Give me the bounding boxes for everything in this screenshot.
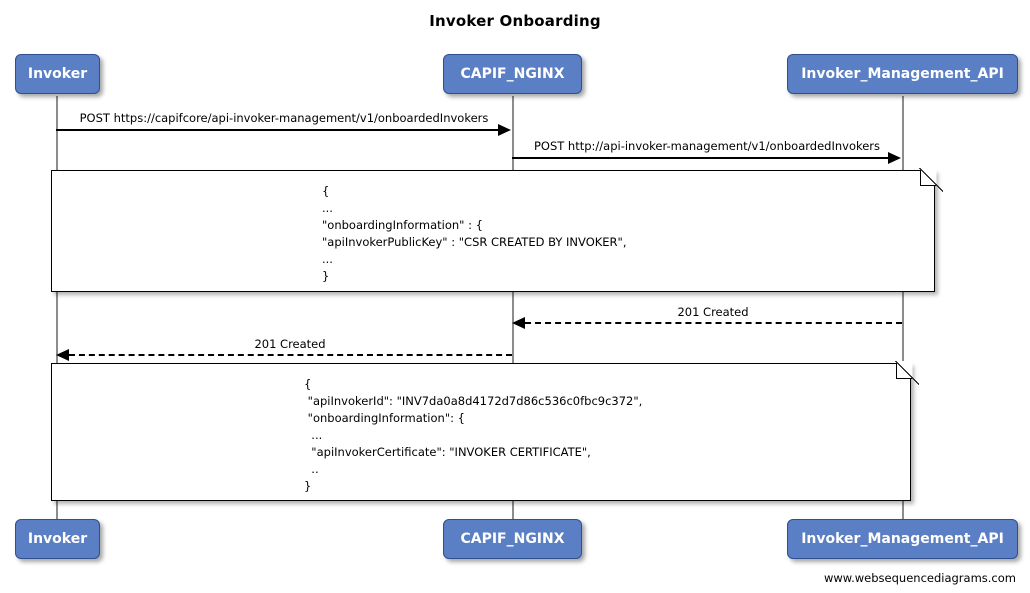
- footer-credit: www.websequencediagrams.com: [823, 571, 1016, 585]
- participant-invoker-bottom[interactable]: Invoker: [15, 519, 100, 559]
- lifeline-invoker: [56, 96, 58, 520]
- arrowhead-right-icon: [498, 124, 511, 136]
- lifeline-capif-nginx: [512, 96, 514, 520]
- participant-invoker-top[interactable]: Invoker: [15, 54, 100, 94]
- note-onboarding-response-payload: { "apiInvokerId": "INV7da0a8d4172d7d86c5…: [51, 360, 919, 501]
- message-line: [525, 322, 902, 324]
- note-fold-corner-icon: [894, 360, 919, 385]
- participant-label: Invoker: [27, 66, 88, 82]
- participant-label: Invoker_Management_API: [801, 531, 1004, 547]
- participant-label: CAPIF_NGINX: [460, 531, 565, 547]
- participant-invoker-management-api-bottom[interactable]: Invoker_Management_API: [787, 519, 1018, 559]
- participant-capif-nginx-top[interactable]: CAPIF_NGINX: [443, 54, 582, 94]
- note-onboarding-request-payload: { ... "onboardingInformation" : { "apiIn…: [51, 167, 943, 292]
- page-title: Invoker Onboarding: [429, 12, 601, 30]
- lifeline-invoker-management-api: [902, 96, 904, 520]
- note-text: { ... "onboardingInformation" : { "apiIn…: [322, 184, 627, 283]
- participant-invoker-management-api-top[interactable]: Invoker_Management_API: [787, 54, 1018, 94]
- message-label: POST https://capifcore/api-invoker-manag…: [79, 111, 489, 125]
- participant-label: Invoker_Management_API: [801, 66, 1004, 82]
- arrowhead-left-icon: [56, 349, 69, 361]
- participant-label: Invoker: [27, 531, 88, 547]
- participant-label: CAPIF_NGINX: [460, 66, 565, 82]
- arrowhead-right-icon: [888, 152, 901, 164]
- message-line: [69, 354, 512, 356]
- message-label: 201 Created: [254, 337, 326, 351]
- note-text: { "apiInvokerId": "INV7da0a8d4172d7d86c5…: [304, 377, 643, 493]
- note-fold-corner-icon: [918, 167, 943, 192]
- message-label: 201 Created: [677, 305, 749, 319]
- message-label: POST http://api-invoker-management/v1/on…: [533, 139, 881, 153]
- message-line: [56, 129, 500, 131]
- participant-capif-nginx-bottom[interactable]: CAPIF_NGINX: [443, 519, 582, 559]
- message-line: [512, 157, 890, 159]
- arrowhead-left-icon: [512, 317, 525, 329]
